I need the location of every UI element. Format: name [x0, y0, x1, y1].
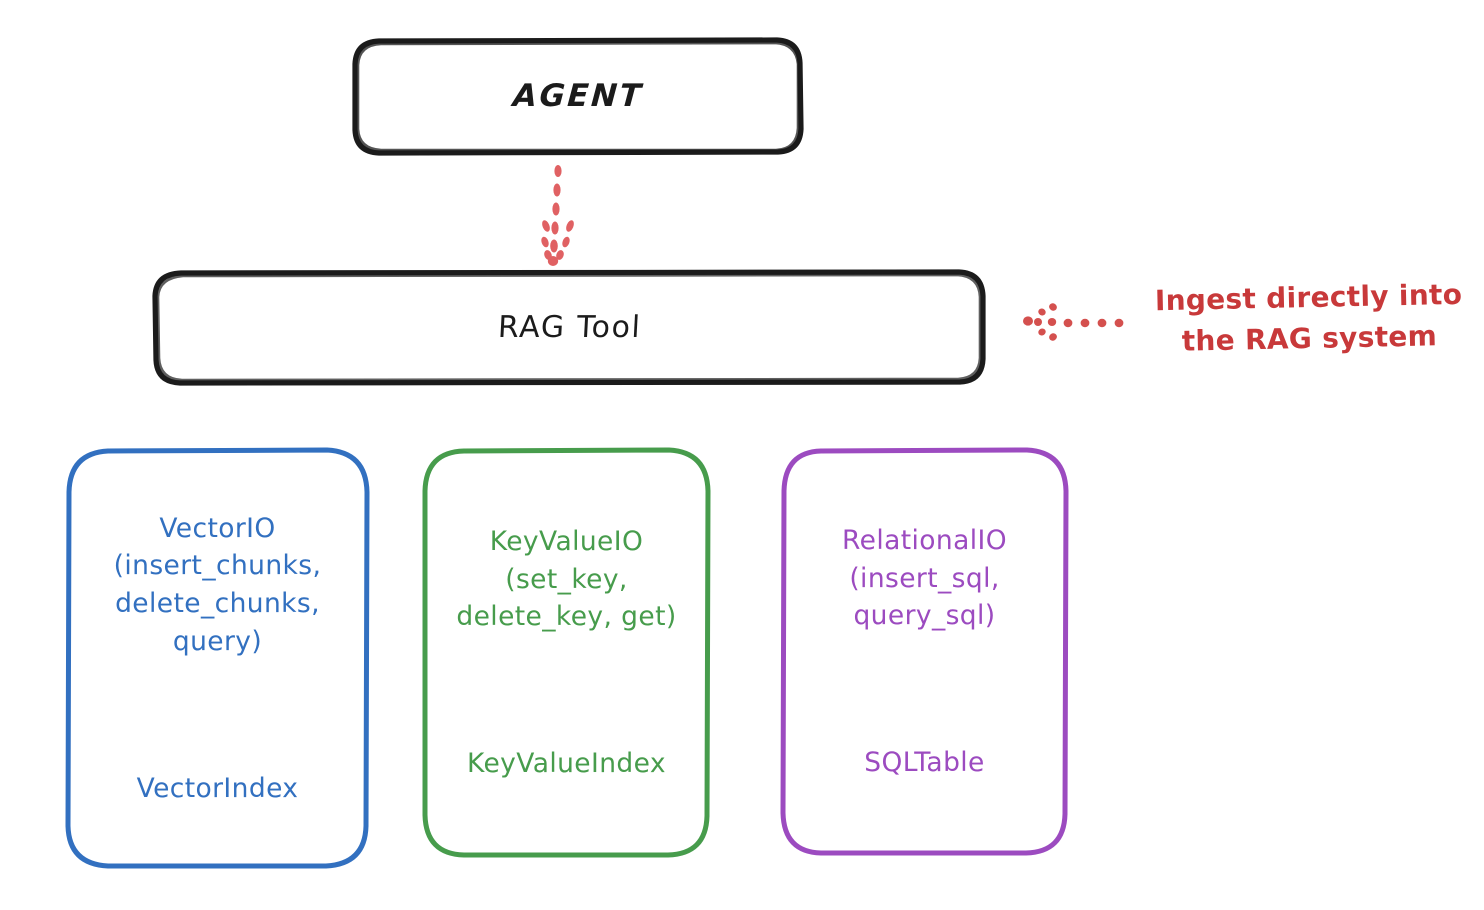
node-vectorio-index-label: VectorIndex: [136, 772, 299, 804]
node-agent-label: AGENT: [511, 78, 645, 115]
vectorio-box-outline: [65, 447, 370, 869]
node-vectorio[interactable]: VectorIO (insert_chunks, delete_chunks, …: [68, 450, 367, 867]
node-keyvalueio-text: KeyValueIO (set_key, delete_key, get) Ke…: [450, 486, 682, 821]
keyvalueio-box-outline: [422, 447, 711, 858]
connector-agent-to-rag-tool: [541, 165, 574, 266]
node-relationalio[interactable]: RelationalIO (insert_sql, query_sql) SQL…: [783, 450, 1066, 854]
spacer: [842, 673, 1007, 707]
node-rag-tool[interactable]: RAG Tool: [155, 272, 984, 383]
node-keyvalueio-api-label: KeyValueIO (set_key, delete_key, get): [456, 526, 677, 633]
node-relationalio-index-label: SQLTable: [864, 747, 985, 779]
rag-tool-box-outline: [152, 269, 986, 386]
annotation-ingest-directly: Ingest directly into the RAG system: [1154, 277, 1463, 358]
agent-box-outline: [352, 37, 804, 156]
node-vectorio-text: VectorIO (insert_chunks, delete_chunks, …: [108, 472, 328, 845]
node-rag-tool-label: RAG Tool: [496, 309, 643, 345]
node-keyvalueio[interactable]: KeyValueIO (set_key, delete_key, get) Ke…: [424, 450, 709, 856]
node-vectorio-api-label: VectorIO (insert_chunks, delete_chunks, …: [113, 512, 322, 657]
node-agent[interactable]: AGENT: [355, 40, 801, 153]
node-keyvalueio-index-label: KeyValueIndex: [467, 748, 666, 780]
node-relationalio-text: RelationalIO (insert_sql, query_sql) SQL…: [836, 485, 1013, 820]
relationalio-box-outline: [780, 447, 1069, 856]
node-relationalio-api-label: RelationalIO (insert_sql, query_sql): [842, 525, 1007, 632]
spacer: [456, 674, 676, 708]
spacer: [114, 698, 322, 732]
connector-ingest-to-rag-tool: [1023, 303, 1124, 341]
